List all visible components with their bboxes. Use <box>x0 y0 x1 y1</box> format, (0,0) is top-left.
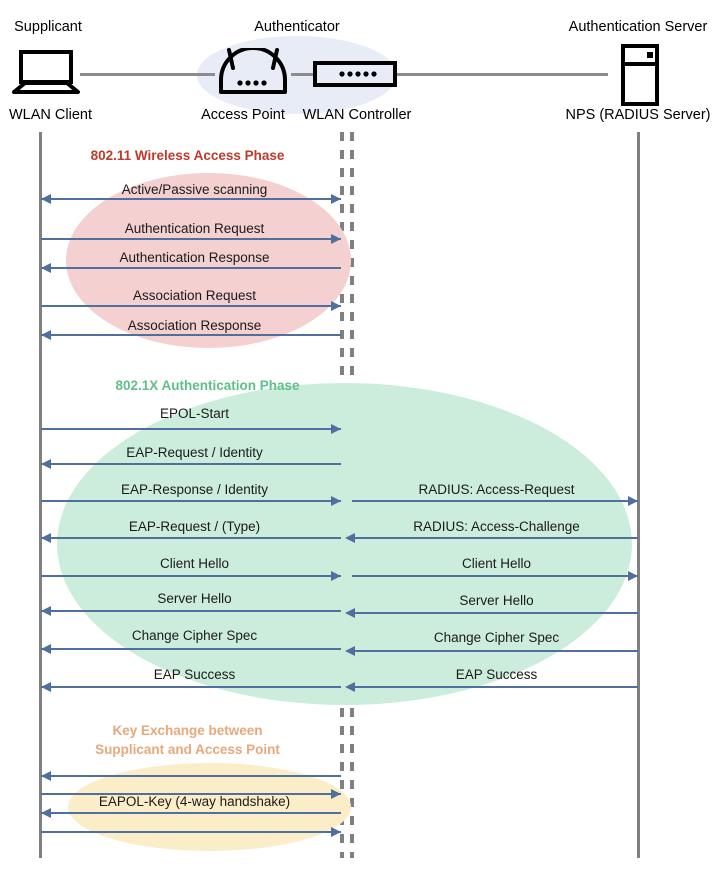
laptop-icon <box>12 50 80 101</box>
message-line-server-hello-right <box>352 612 638 614</box>
arrow-head-server-hello-right <box>345 608 355 618</box>
arrow-head-change-cipher-spec-left <box>41 644 51 654</box>
message-line-eapol-key-2 <box>41 793 341 795</box>
wire-ap-to-controller <box>291 73 313 76</box>
arrow-head-client-hello-right <box>628 571 638 581</box>
phase-blob-dot1x <box>57 383 632 705</box>
arrow-head-server-hello-left <box>41 606 51 616</box>
message-line-change-cipher-spec-right <box>352 650 638 652</box>
arrow-head-change-cipher-spec-right <box>345 646 355 656</box>
message-label-eap-request-identity: EAP-Request / Identity <box>126 445 263 460</box>
arrow-head-client-hello-left <box>331 571 341 581</box>
arrow-head-eap-response-identity <box>331 496 341 506</box>
actor-role-supplicant: Supplicant <box>14 19 82 35</box>
arrow-head-active-passive-scanning-right <box>331 194 341 204</box>
message-line-epol-start <box>41 428 341 430</box>
message-label-epol-start: EPOL-Start <box>159 406 230 421</box>
message-label-eap-request-type: EAP-Request / (Type) <box>128 519 261 534</box>
actor-caption-wlan-controller: WLAN Controller <box>302 107 412 123</box>
message-label-change-cipher-spec-right: Change Cipher Spec <box>433 630 560 645</box>
arrow-head-eapol-key-3 <box>41 808 51 818</box>
message-line-eap-success-left <box>41 686 341 688</box>
arrow-head-eapol-key-2 <box>331 789 341 799</box>
message-label-radius-access-challenge: RADIUS: Access-Challenge <box>413 519 580 534</box>
phase-label-key-exchange-line1: Key Exchange between <box>112 723 263 738</box>
wire-controller-to-nps <box>397 73 608 76</box>
message-line-server-hello-left <box>41 610 341 612</box>
phase-label-dot1x: 802.1X Authentication Phase <box>115 378 300 393</box>
message-line-eapol-key-1 <box>41 775 341 777</box>
message-line-eap-response-identity <box>41 500 341 502</box>
arrow-head-eap-request-identity <box>41 459 51 469</box>
arrow-head-epol-start <box>331 424 341 434</box>
message-line-client-hello-left <box>41 575 341 577</box>
wlan-controller-icon <box>313 61 397 92</box>
message-line-change-cipher-spec-left <box>41 648 341 650</box>
message-label-authentication-response: Authentication Response <box>119 250 270 265</box>
message-line-radius-access-request <box>352 500 638 502</box>
arrow-head-eap-success-left <box>41 682 51 692</box>
message-line-active-passive-scanning <box>41 198 341 200</box>
message-line-authentication-request <box>41 238 341 240</box>
arrow-head-radius-access-request <box>628 496 638 506</box>
access-point-icon <box>215 46 291 101</box>
phase-label-key-exchange-line2: Supplicant and Access Point <box>95 742 280 757</box>
phase-blob-key-exchange <box>68 763 351 851</box>
arrow-head-association-request <box>331 301 341 311</box>
message-label-eapol-key-handshake: EAPOL-Key (4-way handshake) <box>98 794 291 809</box>
wire-client-to-ap <box>80 73 215 76</box>
phase-label-wireless-access: 802.11 Wireless Access Phase <box>90 148 285 163</box>
message-label-client-hello-right: Client Hello <box>461 556 532 571</box>
actor-caption-nps-radius: NPS (RADIUS Server) <box>565 107 711 123</box>
arrow-head-eap-request-type <box>41 533 51 543</box>
arrow-head-eap-success-right <box>345 682 355 692</box>
arrow-head-radius-access-challenge <box>345 533 355 543</box>
phase-blob-wireless-access <box>66 173 351 348</box>
message-label-eap-response-identity: EAP-Response / Identity <box>120 482 269 497</box>
message-label-radius-access-request: RADIUS: Access-Request <box>418 482 575 497</box>
message-line-radius-access-challenge <box>352 537 638 539</box>
message-label-active-passive-scanning: Active/Passive scanning <box>121 182 268 197</box>
message-line-association-response <box>41 334 341 336</box>
lifeline-supplicant <box>39 132 42 858</box>
actor-caption-access-point: Access Point <box>201 107 285 123</box>
message-label-eap-success-right: EAP Success <box>455 667 538 682</box>
message-label-client-hello-left: Client Hello <box>159 556 230 571</box>
message-line-eapol-key-3 <box>41 812 341 814</box>
message-line-eap-request-type <box>41 537 341 539</box>
message-label-change-cipher-spec-left: Change Cipher Spec <box>131 628 258 643</box>
message-line-eap-success-right <box>352 686 638 688</box>
message-label-server-hello-left: Server Hello <box>157 591 232 606</box>
actor-role-authenticator: Authenticator <box>254 19 340 35</box>
message-label-authentication-request: Authentication Request <box>124 221 265 236</box>
arrow-head-eapol-key-4 <box>331 827 341 837</box>
message-line-eap-request-identity <box>41 463 341 465</box>
arrow-head-active-passive-scanning-left <box>41 194 51 204</box>
message-line-client-hello-right <box>352 575 638 577</box>
message-label-association-request: Association Request <box>132 288 257 303</box>
message-line-association-request <box>41 305 341 307</box>
message-label-association-response: Association Response <box>127 318 262 333</box>
message-line-eapol-key-4 <box>41 831 341 833</box>
actor-caption-wlan-client: WLAN Client <box>9 107 92 123</box>
arrow-head-association-response <box>41 330 51 340</box>
message-line-authentication-response <box>41 267 341 269</box>
arrow-head-eapol-key-1 <box>41 771 51 781</box>
message-label-server-hello-right: Server Hello <box>459 593 534 608</box>
server-icon <box>620 44 660 111</box>
actor-role-authentication-server: Authentication Server <box>568 19 708 35</box>
arrow-head-authentication-response <box>41 263 51 273</box>
lifeline-radius-server <box>637 132 640 858</box>
message-label-eap-success-left: EAP Success <box>153 667 236 682</box>
arrow-head-authentication-request <box>331 234 341 244</box>
